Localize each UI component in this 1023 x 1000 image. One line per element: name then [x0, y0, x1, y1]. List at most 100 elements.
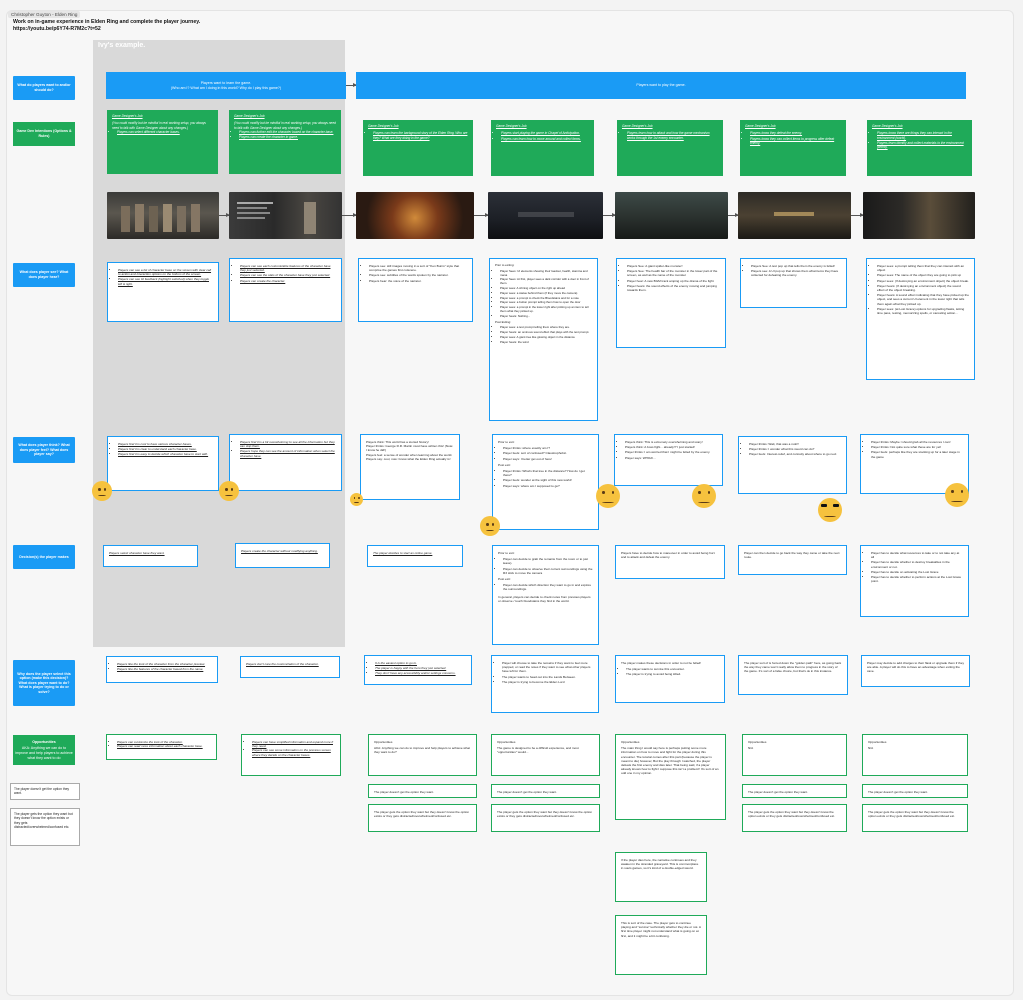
intention-title: Game Designer's Job [622, 124, 718, 128]
see-item: Player hears: the wind [500, 341, 592, 345]
screenshot-character-base [107, 192, 219, 239]
intention-item: Players start playing the game in Chapel… [501, 131, 589, 135]
think-card-5: Players think: This is extremely overwhe… [614, 434, 723, 486]
extra-note-2: This is sort of the case. The player get… [615, 915, 707, 975]
decision-card-7: Player has to decide what resources to t… [860, 545, 969, 617]
intention-card-1: Game Designer's Job (You could modify bu… [107, 110, 218, 174]
think-item: Player thinks: What's that tree in the d… [503, 469, 593, 477]
why-card-4: Player will choose to take the remains i… [491, 655, 599, 713]
intention-body: (You could modify but be mindful in real… [234, 121, 336, 130]
opp-card-6: Opportunities N/A [742, 734, 847, 776]
decision-post-label: Post exit: [498, 577, 593, 581]
see-card-6: Players See: A text pop up that tells th… [740, 258, 847, 308]
why-text: The player makes these decisions in orde… [621, 661, 719, 665]
opp-text: AKA: Anything we can do to improve and h… [374, 746, 471, 754]
see-post-label: Post Exiting: [495, 321, 592, 325]
enemy-felled-text [774, 212, 814, 216]
screenshot-character-creation [229, 192, 342, 239]
decision-card-3: The player decides to start an online ga… [367, 545, 463, 567]
decision-item: Player has to decide whether to perform … [871, 575, 963, 583]
why-card-3: It is the easiest option to go to.The pl… [364, 655, 472, 685]
smile-emoji-icon [92, 481, 112, 501]
think-item: Player feels: perhaps like they are stoc… [871, 450, 963, 458]
intention-title: Game Designer's Job [112, 114, 213, 118]
opp-card-1: Players can customize the look of the ch… [106, 734, 217, 760]
decision-item: Player can decide to observe their curre… [503, 567, 593, 575]
board-tag: Christopher Guyton - Elden Ring [8, 11, 80, 18]
think-card-1: Players find it is cool to have various … [107, 436, 219, 491]
intention-item: Players can learn the background story o… [373, 131, 468, 140]
see-item: Player hears: (If destroying an environm… [877, 284, 969, 292]
row-label-why: Why does the player select this option (… [13, 660, 75, 706]
flow-arrow [342, 215, 356, 216]
opp-item: Players can read more information about … [117, 744, 211, 748]
row-label-intentions: Game Dev Intentions (Options & Rules) [13, 122, 75, 146]
opp-item: Players can see some information on the … [252, 748, 335, 756]
see-item: Player sees: (at Lost Grace) options for… [877, 307, 969, 315]
skeptical-emoji-icon [945, 483, 969, 507]
intention-item: Players can create the character in game… [239, 135, 336, 139]
see-card-5: Players See: A giant spider-like monster… [616, 258, 726, 348]
intention-card-7: Game Designer's Job Players know there a… [867, 120, 972, 176]
neutral-emoji-icon [480, 516, 500, 536]
see-item: Player hear: A new BGM track amping up t… [627, 279, 720, 283]
opp-card-7: Opportunities N/A [862, 734, 968, 776]
why-card-6: The player sort of is forced down the "g… [738, 655, 848, 695]
opp-title: Opportunities [748, 740, 841, 744]
screenshot-intro-cutscene [356, 192, 474, 239]
opp-text: N/A [868, 746, 962, 750]
screenshot-chapel [488, 192, 603, 239]
row-label-think: What does player think? What does player… [13, 437, 75, 463]
flow-arrow [851, 215, 863, 216]
see-item: Players can see a list of character base… [118, 268, 213, 276]
board-link[interactable]: https://youtu.be/p6Y74-R7M2c?t=52 [13, 26, 200, 33]
think-item: Player feels: sort of confused? Claustro… [503, 451, 593, 455]
think-card-2: Players find it is a bit overwhelming to… [229, 434, 342, 491]
decision-text: Players create the character without mod… [241, 549, 324, 553]
decision-card-6: Player can then decide to go back the wa… [738, 545, 847, 575]
row-label-want: What do players want to and/or should do… [13, 76, 75, 100]
why-item: The player wants to survive this encount… [626, 667, 719, 671]
opp-text: N/A [748, 746, 841, 750]
intention-card-3: Game Designer's Job Players can learn th… [363, 120, 473, 176]
fail-card-4a: The player doesn't get the option they w… [491, 784, 600, 798]
think-item: Players hope they can see the amount of … [240, 449, 336, 457]
see-item: Players can see each customizable featur… [240, 264, 336, 272]
think-item: Player feels: Interest-relief, and curio… [749, 452, 841, 456]
intention-item: Players know they defeat the enemy. [750, 131, 841, 135]
think-card-3: Players think: This world has a storied … [360, 434, 460, 500]
decision-item: Player has to decide what resources to t… [871, 551, 963, 559]
intention-title: Game Designer's Job [368, 124, 468, 128]
see-item: Players see: still images moving in a so… [369, 264, 467, 272]
ivy-example-title: Ivy's example. [98, 42, 145, 49]
why-item: The player wants to head out into the La… [502, 675, 593, 679]
intention-title: Game Designer's Job [234, 114, 336, 118]
screenshot-boss-fight [615, 192, 728, 239]
intention-item: Players learn how to attack and how the … [627, 131, 718, 140]
cool-sunglasses-emoji-icon [818, 498, 842, 522]
fail-card-4b: The player gets the option they want but… [491, 804, 600, 832]
row-label-decisions: Decision(s) the player makes [13, 545, 75, 569]
opp-title: Opportunities [497, 740, 594, 744]
why-item: Players like the features of the charact… [117, 667, 212, 671]
decision-card-1: Players select character base they want. [103, 545, 198, 567]
see-card-2: Players can see each customizable featur… [229, 258, 342, 322]
see-item: Players See: A text pop up that tells th… [751, 264, 841, 268]
decision-text: Players select character base they want. [109, 551, 192, 555]
think-item: Players think: This is extremely overwhe… [625, 440, 717, 444]
think-item: Player thinks: where exactly am I? [503, 446, 593, 450]
row-label-see-hear: What does player see? What does player h… [13, 263, 75, 287]
crying-emoji-icon [692, 484, 716, 508]
think-item: Players find it is easy to decide which … [118, 452, 213, 456]
think-item: Player thinks: Maybe I should grab all t… [871, 440, 963, 444]
see-item: Players can create the character. [240, 279, 336, 283]
think-item: Player thinks: Not quite sure what these… [871, 445, 963, 449]
row-label-fail-2: The player gets the option they want but… [10, 808, 80, 846]
opp-label-title: Opportunities [32, 740, 56, 745]
think-pre-label: Prior to exit: [498, 440, 593, 444]
why-item: Players like the look of the character f… [117, 662, 212, 666]
intention-title: Game Designer's Job [745, 124, 841, 128]
see-item: Player hears: Nothing... [500, 315, 592, 319]
why-item: It is the easiest option to go to. [375, 661, 466, 665]
